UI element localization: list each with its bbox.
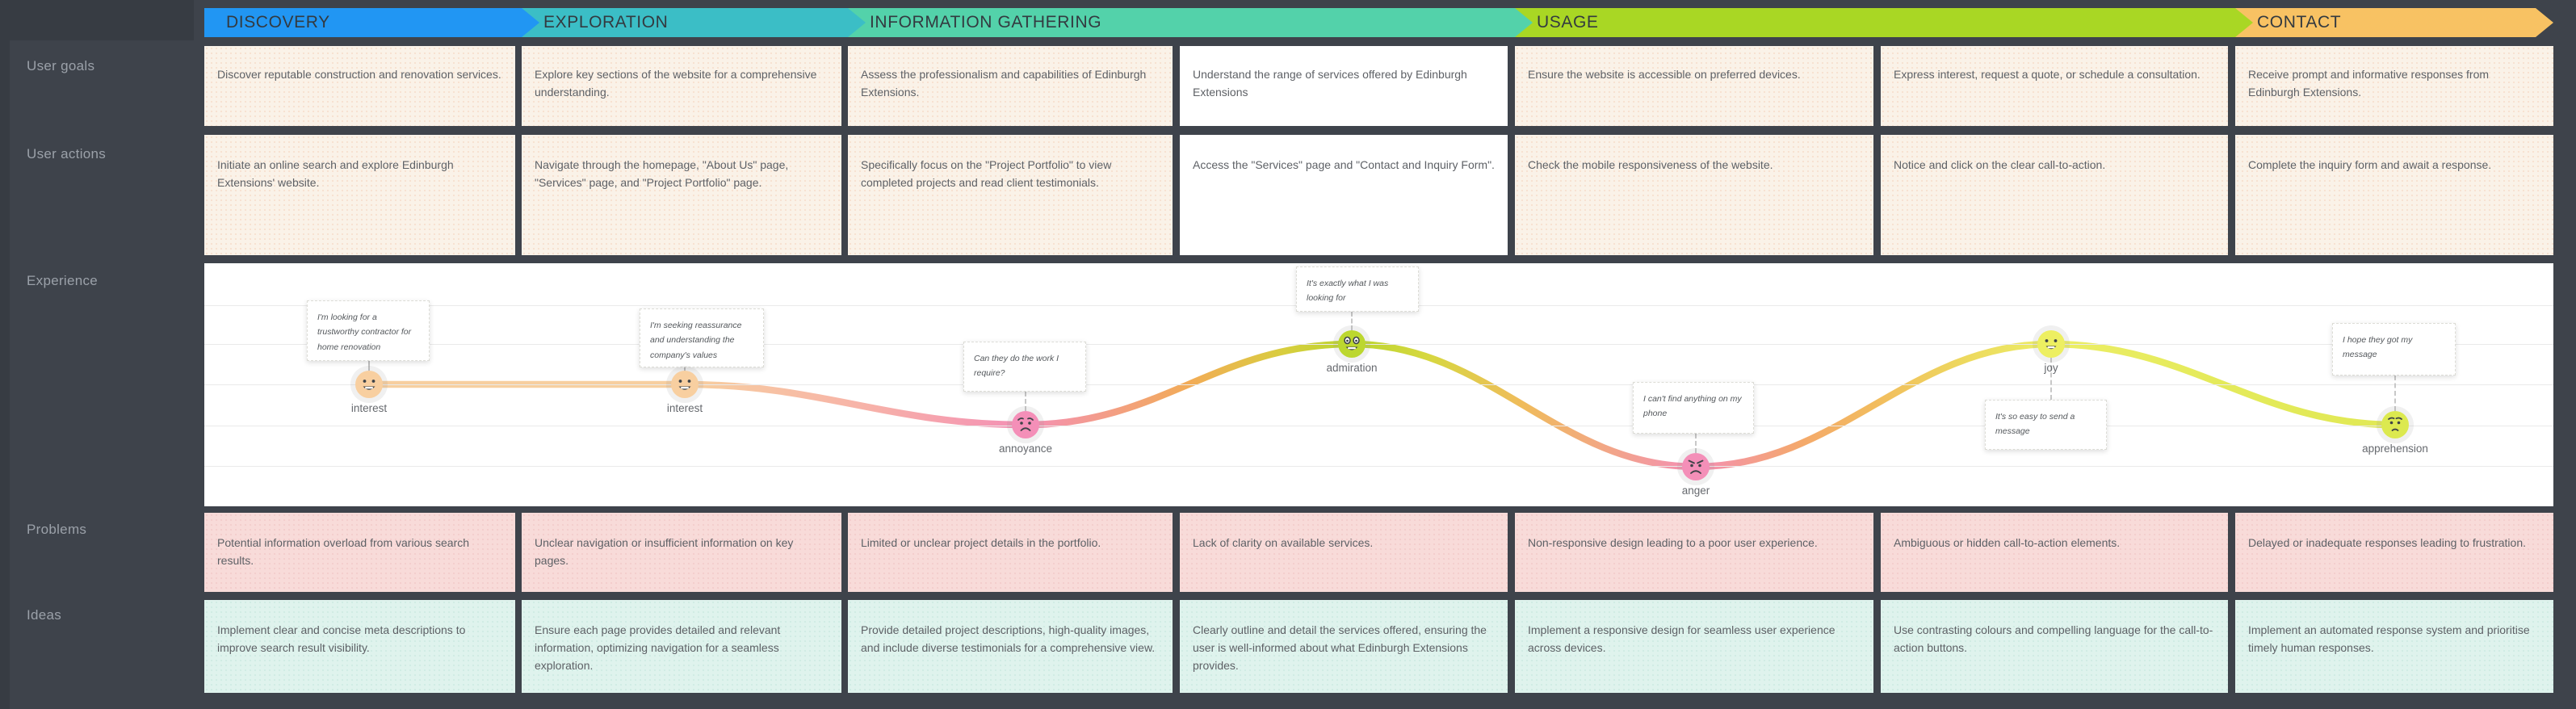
cell-problem-3[interactable]: Limited or unclear project details in th… bbox=[848, 513, 1173, 592]
cell-idea-6[interactable]: Use contrasting colours and compelling l… bbox=[1881, 600, 2228, 693]
cell-idea-3[interactable]: Provide detailed project descriptions, h… bbox=[848, 600, 1173, 693]
cell-goal-1[interactable]: Discover reputable construction and reno… bbox=[204, 46, 515, 126]
phase-label: EXPLORATION bbox=[543, 13, 669, 31]
cell-action-6[interactable]: Notice and click on the clear call-to-ac… bbox=[1881, 135, 2228, 255]
grinning-face-icon bbox=[678, 380, 691, 390]
emotion-label: anger bbox=[1681, 485, 1710, 497]
note-connector bbox=[1695, 434, 1697, 453]
emotion-label: interest bbox=[350, 402, 388, 414]
left-edge-strip bbox=[0, 0, 10, 709]
cell-action-5[interactable]: Check the mobile responsiveness of the w… bbox=[1515, 135, 1873, 255]
cell-goal-4[interactable]: Understand the range of services offered… bbox=[1180, 46, 1508, 126]
quote-note-interest-1[interactable]: I'm looking for a trustworthy contractor… bbox=[307, 300, 430, 361]
phase-label: DISCOVERY bbox=[226, 13, 330, 31]
top-left-corner bbox=[0, 0, 194, 40]
emotion-label: interest bbox=[666, 402, 703, 414]
phase-discovery[interactable]: DISCOVERY bbox=[204, 8, 539, 37]
cell-goal-7[interactable]: Receive prompt and informative responses… bbox=[2235, 46, 2553, 126]
cell-goal-5[interactable]: Ensure the website is accessible on pref… bbox=[1515, 46, 1873, 126]
quote-note-admiration[interactable]: It's exactly what I was looking for bbox=[1296, 266, 1419, 312]
quote-note-joy[interactable]: It's so easy to send a message bbox=[1985, 400, 2107, 450]
phase-information-gathering[interactable]: INFORMATION GATHERING bbox=[848, 8, 1533, 37]
cell-action-2[interactable]: Navigate through the homepage, "About Us… bbox=[522, 135, 841, 255]
cell-action-3[interactable]: Specifically focus on the "Project Portf… bbox=[848, 135, 1173, 255]
phase-label: USAGE bbox=[1537, 13, 1599, 31]
sad-face-icon bbox=[1017, 417, 1034, 431]
phase-exploration[interactable]: EXPLORATION bbox=[522, 8, 866, 37]
row-label-user-goals: User goals bbox=[27, 58, 95, 73]
note-connector bbox=[368, 361, 370, 371]
gridline bbox=[204, 344, 2553, 345]
cell-idea-1[interactable]: Implement clear and concise meta descrip… bbox=[204, 600, 515, 693]
phase-contact[interactable]: CONTACT bbox=[2235, 8, 2553, 37]
note-connector bbox=[684, 367, 686, 372]
note-connector bbox=[1351, 312, 1353, 330]
emotion-label: joy bbox=[2044, 362, 2058, 374]
cell-idea-2[interactable]: Ensure each page provides detailed and r… bbox=[522, 600, 841, 693]
emotion-label: admiration bbox=[1326, 362, 1378, 374]
gridline bbox=[204, 466, 2553, 467]
cell-goal-6[interactable]: Express interest, request a quote, or sc… bbox=[1881, 46, 2228, 126]
cell-problem-2[interactable]: Unclear navigation or insufficient infor… bbox=[522, 513, 841, 592]
row-label-user-actions: User actions bbox=[27, 146, 107, 162]
quote-note-annoyance[interactable]: Can they do the work I require? bbox=[963, 342, 1086, 392]
angry-face-icon bbox=[1688, 459, 1704, 474]
note-connector bbox=[2394, 375, 2396, 411]
phase-label: INFORMATION GATHERING bbox=[870, 13, 1102, 31]
worried-face-icon bbox=[2388, 417, 2402, 431]
cell-goal-3[interactable]: Assess the professionalism and capabilit… bbox=[848, 46, 1173, 126]
emotion-point-interest-1[interactable] bbox=[355, 371, 383, 398]
cell-idea-7[interactable]: Implement an automated response system a… bbox=[2235, 600, 2553, 693]
gridline bbox=[204, 384, 2553, 385]
cell-problem-7[interactable]: Delayed or inadequate responses leading … bbox=[2235, 513, 2553, 592]
cell-goal-2[interactable]: Explore key sections of the website for … bbox=[522, 46, 841, 126]
cell-problem-6[interactable]: Ambiguous or hidden call-to-action eleme… bbox=[1881, 513, 2228, 592]
cell-problem-4[interactable]: Lack of clarity on available services. bbox=[1180, 513, 1508, 592]
smiling-face-icon bbox=[2045, 339, 2058, 350]
emotion-point-interest-2[interactable] bbox=[671, 371, 699, 398]
emotion-point-admiration[interactable] bbox=[1338, 330, 1366, 358]
cell-problem-5[interactable]: Non-responsive design leading to a poor … bbox=[1515, 513, 1873, 592]
grinning-face-icon bbox=[363, 380, 375, 390]
emotion-point-anger[interactable] bbox=[1682, 453, 1710, 480]
emotion-point-apprehension[interactable] bbox=[2381, 411, 2409, 438]
emotion-label: apprehension bbox=[2362, 443, 2428, 455]
star-struck-face-icon bbox=[1344, 336, 1360, 350]
cell-problem-1[interactable]: Potential information overload from vari… bbox=[204, 513, 515, 592]
emotion-point-annoyance[interactable] bbox=[1012, 411, 1039, 438]
note-connector bbox=[1025, 392, 1026, 411]
quote-note-apprehension[interactable]: I hope they got my message bbox=[2332, 323, 2456, 375]
quote-note-interest-2[interactable]: I'm seeking reassurance and understandin… bbox=[640, 308, 764, 367]
row-label-problems: Problems bbox=[27, 522, 87, 537]
emotion-curve bbox=[365, 340, 2399, 471]
row-label-experience: Experience bbox=[27, 273, 99, 288]
phase-usage[interactable]: USAGE bbox=[1515, 8, 2253, 37]
cell-idea-4[interactable]: Clearly outline and detail the services … bbox=[1180, 600, 1508, 693]
cell-action-7[interactable]: Complete the inquiry form and await a re… bbox=[2235, 135, 2553, 255]
row-label-ideas: Ideas bbox=[27, 607, 62, 623]
cell-action-1[interactable]: Initiate an online search and explore Ed… bbox=[204, 135, 515, 255]
cell-action-4[interactable]: Access the "Services" page and "Contact … bbox=[1180, 135, 1508, 255]
emotion-label: annoyance bbox=[998, 443, 1053, 455]
emotion-point-joy[interactable] bbox=[2037, 330, 2065, 358]
cell-idea-5[interactable]: Implement a responsive design for seamle… bbox=[1515, 600, 1873, 693]
phase-label: CONTACT bbox=[2257, 13, 2342, 31]
quote-note-anger[interactable]: I can't find anything on my phone bbox=[1633, 382, 1754, 434]
note-connector bbox=[2050, 358, 2052, 400]
